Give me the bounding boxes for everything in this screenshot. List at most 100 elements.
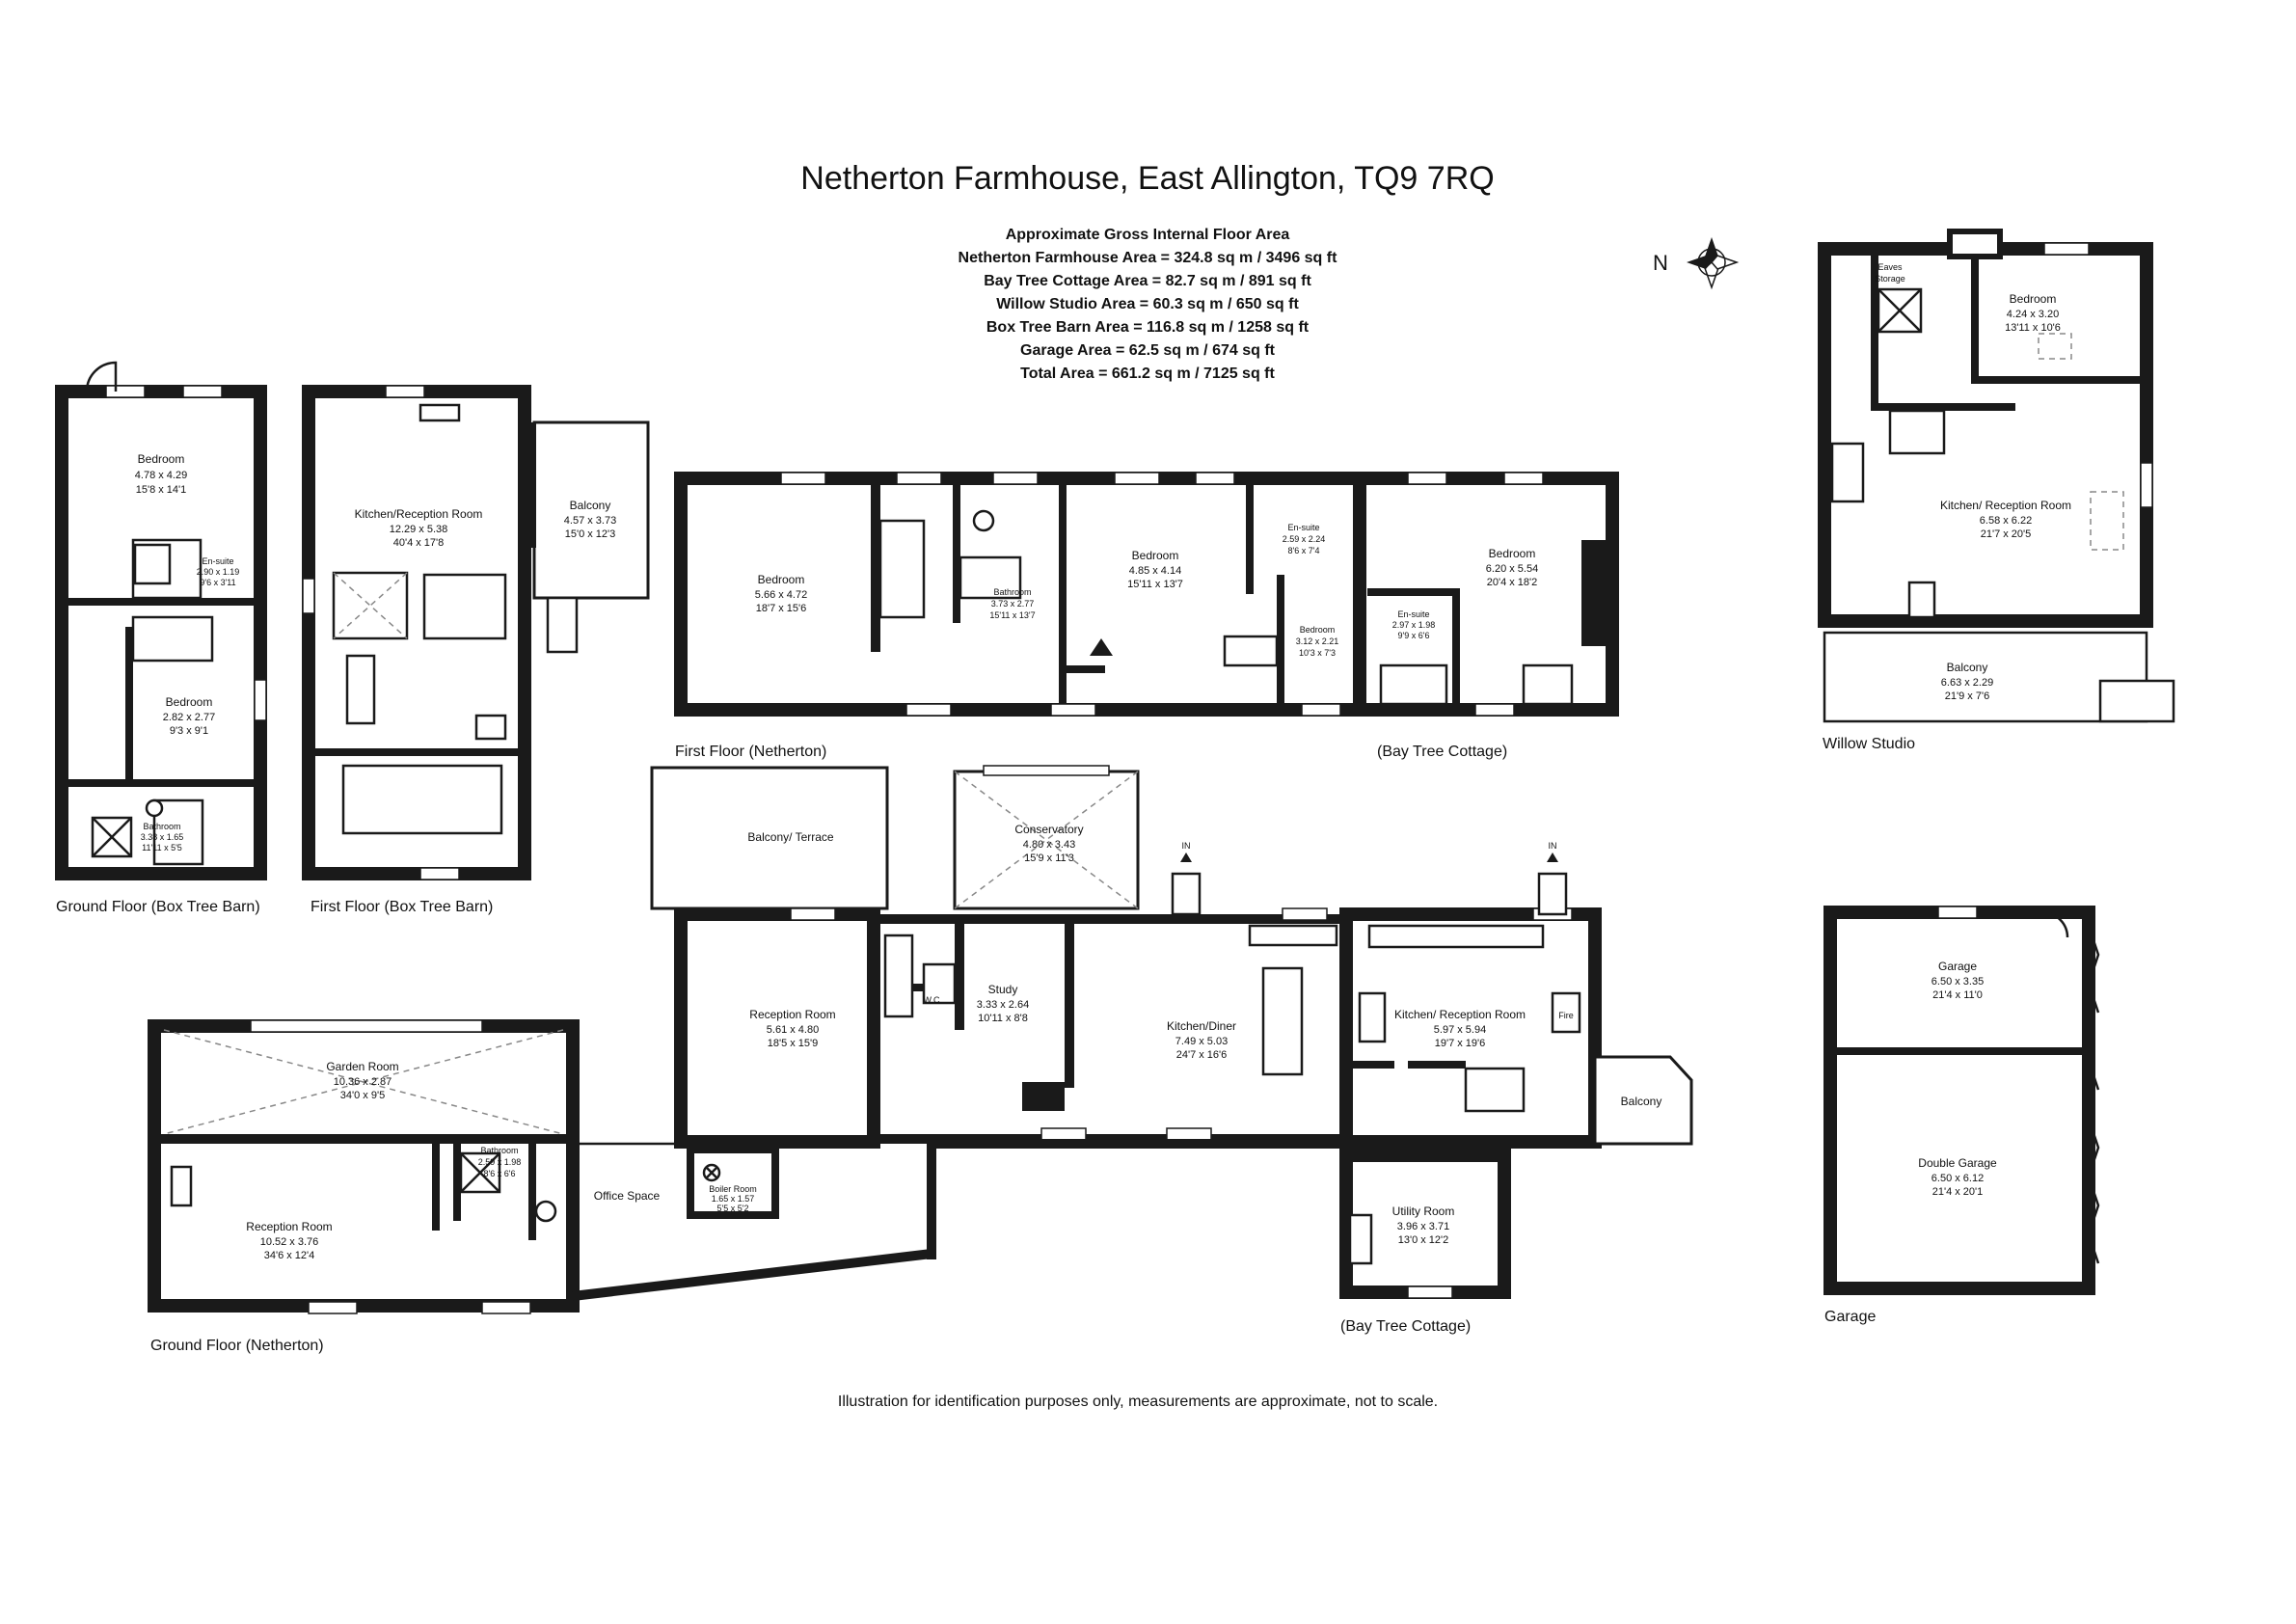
room-name: Garden Room (326, 1060, 398, 1073)
room-name: Study (988, 983, 1018, 996)
plan-title: Netherton Farmhouse, East Allington, TQ9… (800, 160, 1494, 197)
room-name: Boiler Room (709, 1184, 757, 1194)
room-size-imperial: 9'9 x 6'6 (1398, 631, 1430, 640)
room-size-metric: 6.58 x 6.22 (1980, 515, 2032, 527)
disclaimer: Illustration for identification purposes… (838, 1394, 1438, 1410)
room-size-metric: 2.82 x 2.77 (163, 712, 215, 723)
eaves-label: Eaves (1877, 262, 1903, 272)
room-size-metric: 5.66 x 4.72 (755, 589, 807, 601)
room-size-metric: 2.97 x 1.98 (1392, 620, 1436, 630)
room-name: Balcony/ Terrace (747, 830, 833, 844)
room-size-metric: 6.20 x 5.54 (1486, 563, 1538, 575)
room-name: Bedroom (1300, 625, 1336, 635)
room-name: Balcony (1621, 1095, 1662, 1108)
eaves-label: Storage (1875, 274, 1905, 284)
room-size-imperial: 11'11 x 5'5 (142, 843, 182, 853)
room-size-metric: 5.97 x 5.94 (1434, 1024, 1486, 1036)
room-size-imperial: 15'11 x 13'7 (1127, 579, 1183, 590)
room-size-metric: 1.65 x 1.57 (712, 1194, 755, 1204)
room-size-imperial: 9'3 x 9'1 (170, 725, 208, 737)
room-name: Reception Room (246, 1220, 332, 1233)
room-size-metric: 6.50 x 6.12 (1931, 1173, 1984, 1184)
room-name: Balcony (570, 499, 611, 512)
room-name: Kitchen/Reception Room (355, 507, 483, 521)
room-size-imperial: 13'0 x 12'2 (1398, 1234, 1449, 1246)
room-size-imperial: 10'3 x 7'3 (1299, 648, 1336, 658)
floor-caption: Garage (1824, 1309, 1876, 1325)
room-size-imperial: 34'6 x 12'4 (264, 1250, 315, 1261)
room-name: Garage (1938, 960, 1977, 973)
room-size-metric: 5.61 x 4.80 (767, 1024, 819, 1036)
area-line-garage: Garage Area = 62.5 sq m / 674 sq ft (1020, 342, 1276, 359)
room-name: Kitchen/Diner (1167, 1019, 1236, 1033)
room-size-metric: 3.33 x 2.64 (977, 999, 1029, 1011)
garage-plan (1823, 906, 2100, 1295)
floor-caption: (Bay Tree Cottage) (1377, 744, 1507, 760)
netherton-first-floor (674, 472, 1366, 717)
willow-studio (1818, 229, 2175, 723)
floor-caption: First Floor (Netherton) (675, 744, 826, 760)
room-size-imperial: 15'9 x 11'3 (1024, 853, 1074, 864)
room-size-metric: 10.36 x 2.87 (334, 1076, 392, 1088)
room-name: Kitchen/ Reception Room (1940, 499, 2071, 512)
room-size-imperial: 13'11 x 10'6 (2005, 322, 2061, 334)
bay-tree-first-floor (1353, 472, 1619, 717)
room-size-metric: 4.85 x 4.14 (1129, 565, 1181, 577)
wc-label: W.C (924, 995, 940, 1005)
room-name: Bathroom (143, 822, 180, 831)
room-size-imperial: 15'0 x 12'3 (565, 528, 616, 540)
room-size-metric: 3.73 x 2.77 (991, 599, 1035, 609)
box-tree-ground-floor (55, 361, 267, 880)
room-name: En-suite (1397, 609, 1429, 619)
room-size-metric: 10.52 x 3.76 (260, 1236, 319, 1248)
floor-caption: (Bay Tree Cottage) (1340, 1318, 1471, 1335)
floor-caption: Ground Floor (Box Tree Barn) (56, 899, 260, 915)
room-name: Bathroom (480, 1146, 518, 1155)
room-name: Double Garage (1918, 1156, 1997, 1170)
area-line-willow: Willow Studio Area = 60.3 sq m / 650 sq … (996, 296, 1299, 312)
room-size-imperial: 21'7 x 20'5 (1981, 528, 2032, 540)
room-name: Balcony (1947, 661, 1988, 674)
area-line-netherton: Netherton Farmhouse Area = 324.8 sq m / … (959, 250, 1338, 266)
room-name: Bedroom (1489, 547, 1536, 560)
room-name: Kitchen/ Reception Room (1394, 1008, 1526, 1021)
area-line-baytree: Bay Tree Cottage Area = 82.7 sq m / 891 … (984, 273, 1311, 289)
room-size-metric: 7.49 x 5.03 (1175, 1036, 1228, 1047)
area-heading: Approximate Gross Internal Floor Area (1006, 227, 1290, 243)
room-size-metric: 6.50 x 3.35 (1931, 976, 1984, 988)
room-size-metric: 4.24 x 3.20 (2007, 309, 2059, 320)
room-name: Office Space (594, 1189, 661, 1203)
room-size-imperial: 24'7 x 16'6 (1176, 1049, 1228, 1061)
room-size-imperial: 8'6 x 6'6 (484, 1169, 516, 1178)
room-size-metric: 4.57 x 3.73 (564, 515, 616, 527)
room-size-metric: 2.90 x 1.19 (197, 567, 240, 577)
room-size-metric: 3.12 x 2.21 (1296, 636, 1339, 646)
room-size-imperial: 9'6 x 3'11 (200, 578, 235, 587)
entrance-label: IN (1549, 841, 1557, 851)
room-size-metric: 4.78 x 4.29 (135, 470, 187, 481)
room-size-metric: 2.59 x 2.24 (1283, 534, 1326, 544)
room-name: Utility Room (1392, 1204, 1455, 1218)
room-name: Bedroom (758, 573, 805, 586)
room-name: Bedroom (166, 695, 213, 709)
room-size-imperial: 19'7 x 19'6 (1435, 1038, 1486, 1049)
room-size-metric: 2.59 x 1.98 (478, 1157, 522, 1167)
floor-caption: Willow Studio (1823, 736, 1915, 752)
area-line-boxtree: Box Tree Barn Area = 116.8 sq m / 1258 s… (986, 319, 1310, 336)
room-name: En-suite (202, 556, 233, 566)
room-size-imperial: 15'8 x 14'1 (136, 484, 187, 496)
floor-caption: First Floor (Box Tree Barn) (311, 899, 493, 915)
compass-icon: N (1653, 237, 1740, 290)
room-size-metric: 3.96 x 3.71 (1397, 1221, 1449, 1232)
room-size-imperial: 20'4 x 18'2 (1487, 577, 1538, 588)
netherton-ground-floor (148, 765, 1693, 1314)
room-size-imperial: 15'11 x 13'7 (989, 610, 1035, 620)
room-name: Bathroom (993, 587, 1031, 597)
box-tree-first-floor (302, 385, 650, 880)
room-size-metric: 12.29 x 5.38 (390, 524, 448, 535)
room-size-imperial: 21'4 x 11'0 (1932, 989, 1983, 1001)
entrance-label: IN (1182, 841, 1191, 851)
room-size-metric: 6.63 x 2.29 (1941, 677, 1993, 689)
room-name: Bedroom (2010, 292, 2057, 306)
